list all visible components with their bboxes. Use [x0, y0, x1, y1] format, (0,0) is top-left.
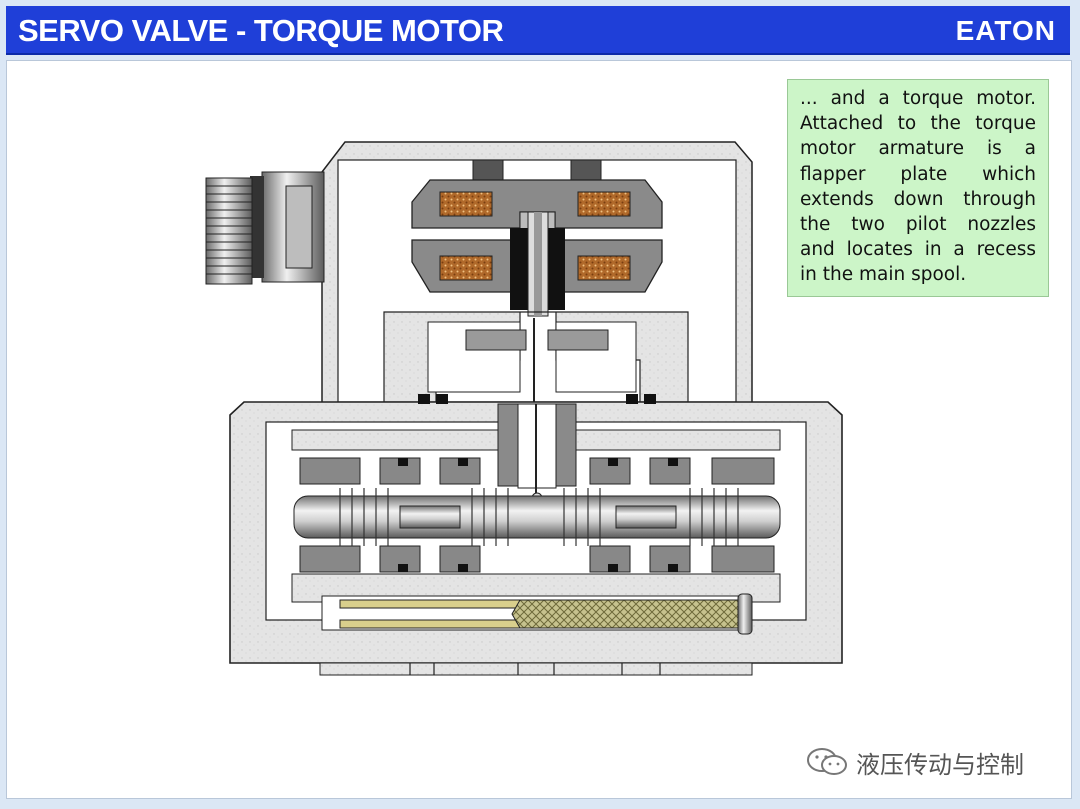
note-line: Attached to the torque: [800, 113, 1036, 135]
note-line: in the main spool.: [800, 264, 967, 286]
description-callout: ... and a torque motor. Attached to the …: [787, 79, 1049, 297]
filter-tube: [321, 593, 753, 635]
watermark: 液压传动与控制: [806, 744, 1024, 780]
page-title: SERVO VALVE - TORQUE MOTOR: [18, 13, 504, 48]
note-line: and locates in a recess: [800, 239, 1036, 261]
eaton-logo: EATON: [955, 15, 1056, 46]
note-line: motor armature is a: [800, 138, 1036, 160]
main-spool: [293, 488, 781, 546]
title-bar: SERVO VALVE - TORQUE MOTOR EATON: [6, 6, 1070, 55]
electrical-connector: [205, 171, 325, 285]
note-line: ... and a torque motor.: [800, 88, 1036, 109]
watermark-text: 液压传动与控制: [856, 750, 1024, 779]
note-line: the two pilot nozzles: [800, 214, 1036, 236]
torque-motor: [411, 159, 663, 317]
note-line: flapper plate which: [800, 163, 1036, 185]
note-line: extends down through: [800, 188, 1036, 210]
wechat-icon: [807, 748, 847, 775]
